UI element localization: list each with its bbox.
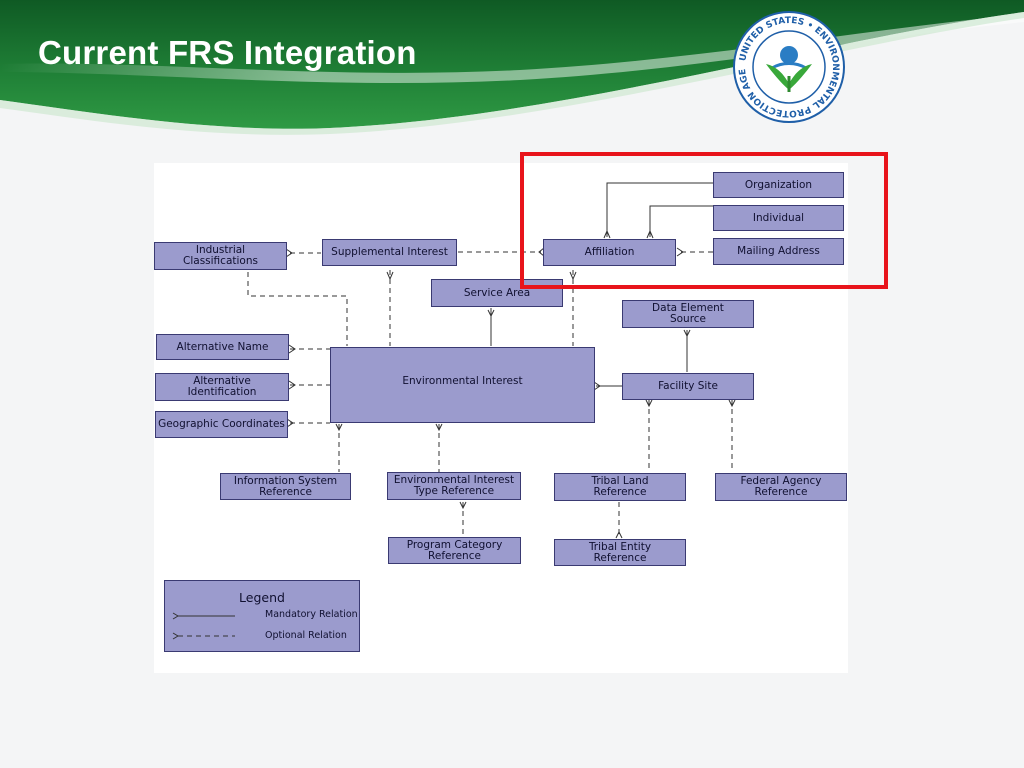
- entity-program-category-reference: Program Category Reference: [388, 537, 521, 564]
- highlight-box: [520, 152, 888, 289]
- entity-federal-agency-reference: Federal Agency Reference: [715, 473, 847, 501]
- entity-affiliation: Affiliation: [543, 239, 676, 266]
- entity-facility-site: Facility Site: [622, 373, 754, 400]
- entity-data-element-source: Data Element Source: [622, 300, 754, 328]
- slide-title: Current FRS Integration: [38, 34, 417, 71]
- entity-individual: Individual: [713, 205, 844, 231]
- entity-environmental-interest: Environmental Interest: [330, 347, 595, 423]
- entity-supplemental-interest: Supplemental Interest: [322, 239, 457, 266]
- relation-lines: [247, 182, 736, 539]
- entity-service-area: Service Area: [431, 279, 563, 307]
- entity-organization: Organization: [713, 172, 844, 198]
- entity-information-system-reference: Information System Reference: [220, 473, 351, 500]
- entity-tribal-land-reference: Tribal Land Reference: [554, 473, 686, 501]
- entity-geographic-coordinates: Geographic Coordinates: [155, 411, 288, 438]
- legend-optional-label: Optional Relation: [265, 630, 347, 641]
- epa-seal-logo: UNITED STATES • ENVIRONMENTAL PROTECTION…: [732, 10, 845, 123]
- entity-alternative-name: Alternative Name: [156, 334, 289, 360]
- legend-line-samples: [172, 612, 235, 640]
- diagram-legend: Legend Mandatory Relation Optional Relat…: [164, 580, 360, 652]
- legend-title: Legend: [239, 590, 285, 605]
- legend-mandatory-label: Mandatory Relation: [265, 609, 358, 620]
- entity-industrial-classifications: Industrial Classifications: [154, 242, 287, 270]
- entity-alternative-identification: Alternative Identification: [155, 373, 289, 401]
- entity-mailing-address: Mailing Address: [713, 238, 844, 265]
- entity-tribal-entity-reference: Tribal Entity Reference: [554, 539, 686, 566]
- entity-ei-type-reference: Environmental Interest Type Reference: [387, 472, 521, 500]
